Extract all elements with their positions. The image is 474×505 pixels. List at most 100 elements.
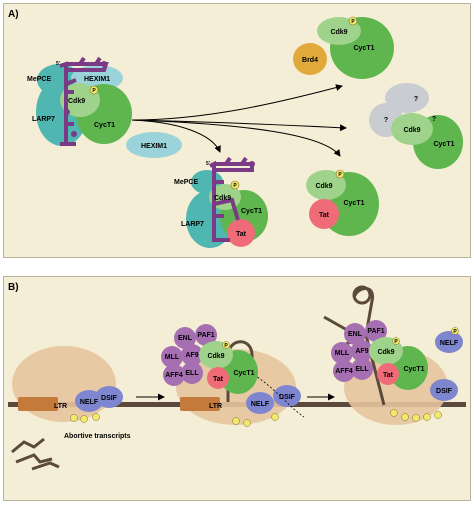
stage3-elongation: DSIF NELF P P ENL PAF1 AF9 MLL ELL AFF4 … [323,285,463,425]
paf1-protein [365,320,387,342]
arrow-to-tat-7sk [131,119,221,153]
dsif-label: DSIF [436,388,453,395]
aff4-protein [163,364,185,386]
phospho-icon [70,414,78,422]
cyct1-label: CycT1 [403,366,424,373]
ell-protein [181,362,203,384]
free-hexim1-label: HEXIM1 [141,143,167,150]
svg-text:P: P [394,339,398,345]
ltr-label: LTR [209,403,222,410]
phospho-icon [232,417,240,425]
tar-loop [352,285,372,305]
svg-text:?: ? [414,96,418,103]
mll-label: MLL [335,350,350,357]
abortive-label: Abortive transcripts [64,433,131,440]
cdk9-label: Cdk9 [214,195,231,202]
cdk9-label: Cdk9 [330,29,347,36]
svg-text:5': 5' [206,161,210,167]
arrow-to-tat [131,119,341,157]
tat-label: Tat [213,376,224,383]
larp7-label: LARP7 [32,116,55,123]
nelf-label: NELF [80,399,99,406]
cdk9-protein [391,113,433,145]
phospho-icon [423,413,431,421]
7sk-snrnp-complex: P 5' MePCE HEXIM1 Cdk9 LARP7 CycT1 [27,56,132,146]
af9-protein [181,344,203,366]
nelf-protein [435,331,463,353]
dsif-protein [273,385,301,407]
af9-label: AF9 [185,352,198,359]
dsif-label: DSIF [101,395,118,402]
panel-b-label: B) [8,282,19,293]
svg-text:P: P [233,183,237,189]
cyct1-label: CycT1 [233,370,254,377]
phospho-icon [390,409,398,417]
phospho-icon [434,411,442,419]
svg-text:P: P [338,172,342,178]
tat-7sk-complex: P 5' MePCE Cdk9 LARP7 CycT1 Tat [174,156,268,248]
cdk9-label: Cdk9 [403,127,420,134]
aff4-label: AFF4 [165,372,183,379]
tat-protein [309,199,339,229]
mll-label: MLL [165,354,180,361]
svg-text:P: P [92,88,96,94]
7sk-rna [59,56,109,146]
mll-protein [331,342,353,364]
cdk9-label: Cdk9 [315,183,332,190]
phosphorylation-arrow [253,374,305,418]
cdk9-label: Cdk9 [207,353,224,360]
brd4-complex: P Cdk9 CycT1 Brd4 [293,16,394,79]
larp7-label: LARP7 [181,221,204,228]
arrow-to-brd4 [131,84,343,121]
dsif-protein [95,386,123,408]
nelf-protein [246,392,274,414]
arrow-to-unknown [131,119,347,132]
paf1-protein [195,324,217,346]
abortive-transcripts [11,437,60,471]
paf1-label: PAF1 [197,332,214,339]
phospho-icon [222,341,230,349]
dsif-label: DSIF [279,394,296,401]
mepce-label: MePCE [27,76,51,83]
phospho-icon [451,327,459,335]
rna-loop [101,61,107,67]
paf1-label: PAF1 [367,328,384,335]
tat-label: Tat [236,231,247,238]
af9-label: AF9 [355,348,368,355]
af9-protein [351,340,373,362]
enl-protein [344,323,366,345]
cyct1-label: CycT1 [94,122,115,129]
panel-a: A) P 5' MePCE HEXIM1 Cdk9 LARP7 CycT1 HE… [3,3,471,258]
hexim1-label: HEXIM1 [84,76,110,83]
unknown-factor-complex: ? ? ? Cdk9 CycT1 [369,83,463,169]
tat-label: Tat [319,212,330,219]
phospho-icon [412,414,420,422]
panel-a-diagram: A) P 5' MePCE HEXIM1 Cdk9 LARP7 CycT1 HE… [8,9,463,248]
phospho-icon [89,85,99,95]
tat-protein [377,363,399,385]
brd4-protein [293,43,327,75]
svg-text:?: ? [432,116,436,123]
svg-text:P: P [224,343,228,349]
svg-text:P: P [453,329,457,335]
rna-loop [249,161,255,167]
tat-complex: P Cdk9 CycT1 Tat [306,169,379,236]
phospho-icon [271,413,279,421]
five-prime-label: 5' [56,61,60,67]
rna-loop [64,109,70,115]
stage2-sec-recruitment: LTR NELF DSIF P ENL PAF1 AF9 MLL ELL AFF… [161,324,305,427]
mepce-label: MePCE [174,179,198,186]
phospho-icon [230,180,240,190]
mll-protein [161,346,183,368]
brd4-label: Brd4 [302,57,318,64]
stage1-paused-polymerase: LTR NELF DSIF Abortive transcripts [11,346,131,471]
enl-protein [174,327,196,349]
cyct1-label: CycT1 [343,200,364,207]
cdk9-label: Cdk9 [377,349,394,356]
tat-protein [227,219,255,247]
phospho-icon [80,415,88,423]
phospho-icon [335,169,345,179]
phospho-icon [92,413,100,421]
ltr-element [180,397,220,411]
aff4-protein [333,360,355,382]
